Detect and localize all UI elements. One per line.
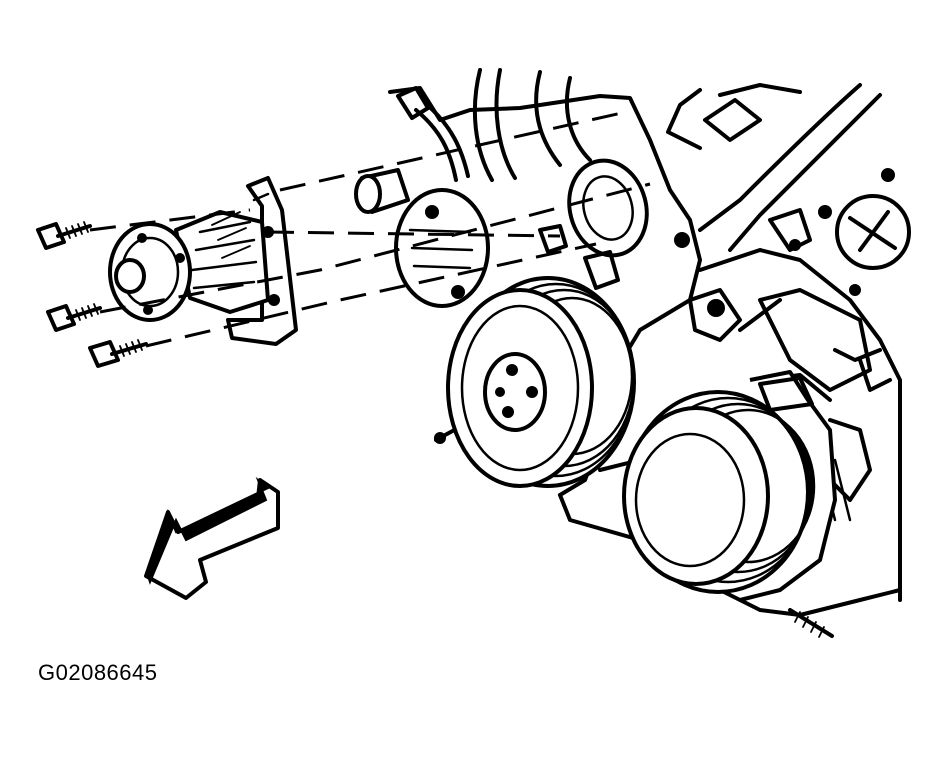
pump-bolt-lower bbox=[88, 339, 148, 368]
alignment-lines bbox=[89, 110, 651, 348]
generator-pulley bbox=[622, 370, 837, 602]
crankshaft-pulley bbox=[446, 276, 636, 488]
figure-id-label: G02086645 bbox=[38, 660, 158, 685]
pump-mounting-face bbox=[394, 188, 620, 308]
front-direction-arrow-icon bbox=[144, 476, 280, 600]
engine-block bbox=[388, 68, 911, 638]
hose-outlet-neck bbox=[354, 86, 470, 214]
pump-bolt-upper bbox=[36, 221, 92, 250]
pump-bolt-middle bbox=[46, 303, 102, 332]
water-pump bbox=[108, 176, 298, 346]
